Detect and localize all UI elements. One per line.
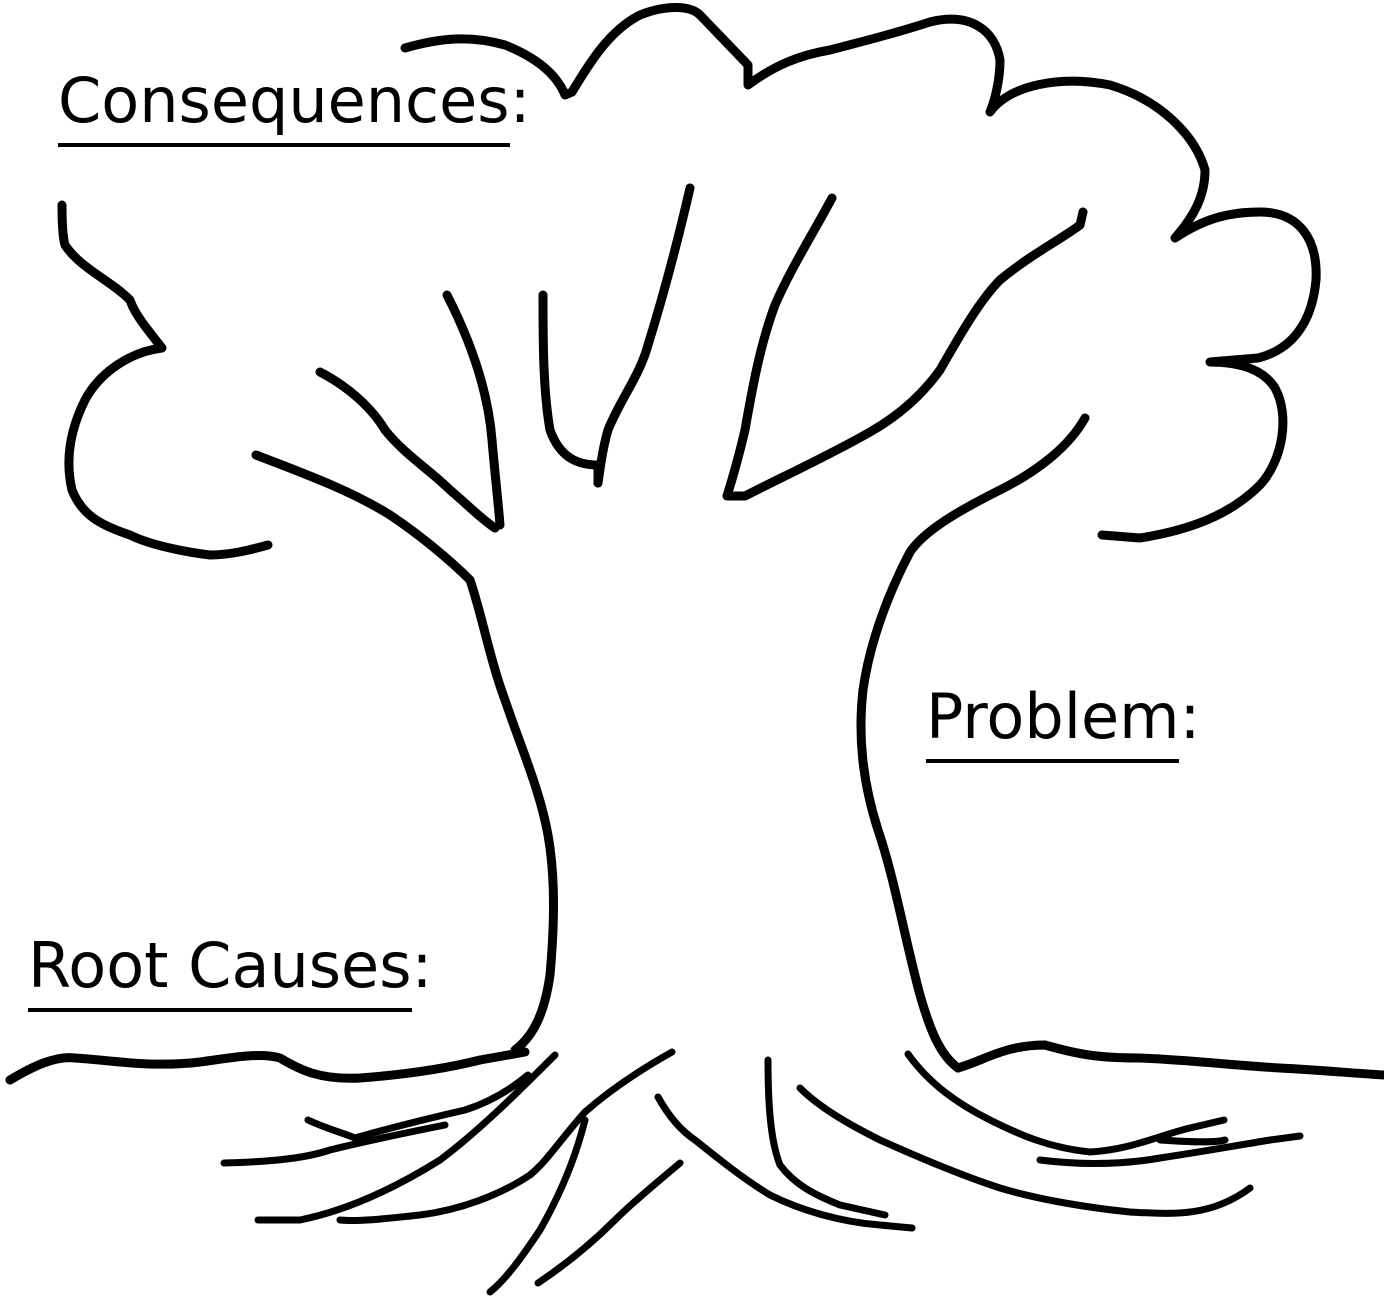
consequences-label: Consequences bbox=[58, 64, 510, 147]
problem-heading: Problem: bbox=[926, 686, 1200, 748]
root-6 bbox=[538, 1163, 680, 1283]
ground-line-right bbox=[958, 1045, 1384, 1075]
ground-line-left bbox=[10, 1052, 525, 1080]
branch-4 bbox=[543, 295, 598, 483]
root-causes-colon: : bbox=[412, 929, 433, 1002]
root-12 bbox=[1160, 1140, 1225, 1142]
crown-outline bbox=[405, 8, 1316, 539]
root-causes-label: Root Causes bbox=[28, 929, 412, 1012]
branch-2 bbox=[320, 372, 495, 528]
trunk-left-edge bbox=[470, 580, 554, 1050]
branch-6 bbox=[727, 198, 1083, 496]
branch-5 bbox=[598, 188, 690, 483]
root-5 bbox=[490, 1120, 585, 1292]
root-7 bbox=[658, 1097, 912, 1228]
root-3 bbox=[258, 1055, 555, 1220]
root-causes-heading: Root Causes: bbox=[28, 935, 432, 997]
root-9 bbox=[800, 1088, 1250, 1213]
crown-left-lobe bbox=[62, 205, 268, 555]
problem-colon: : bbox=[1179, 680, 1200, 753]
consequences-heading: Consequences: bbox=[58, 70, 530, 132]
problem-label: Problem bbox=[926, 680, 1179, 763]
consequences-colon: : bbox=[510, 64, 531, 137]
